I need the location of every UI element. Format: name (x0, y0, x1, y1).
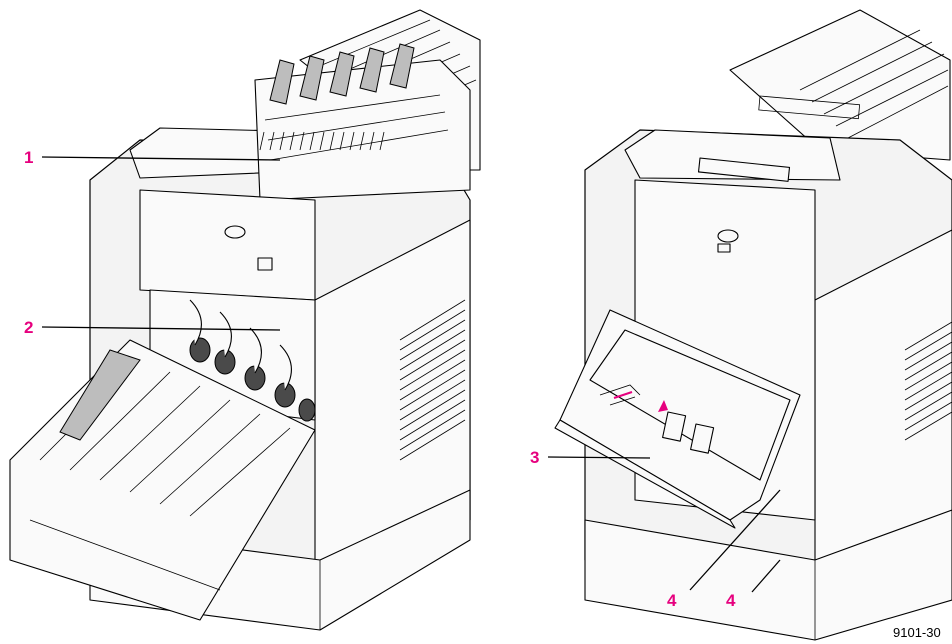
callout-4a: 4 (667, 591, 677, 610)
figure-number: 9101-30 (893, 625, 941, 640)
leader-2 (41, 326, 281, 331)
leader-3 (547, 456, 651, 459)
callout-4b: 4 (726, 591, 736, 610)
left-vent-grille (399, 299, 466, 461)
left-lower-tray (9, 339, 316, 621)
left-rear-door (254, 43, 471, 201)
callout-1: 1 (24, 148, 34, 167)
callout-leaders (41, 156, 781, 593)
callout-3: 3 (530, 448, 540, 467)
leader-1 (41, 156, 281, 161)
leader-4a (689, 489, 781, 591)
leader-4b (751, 559, 781, 593)
callout-2: 2 (24, 318, 34, 337)
right-paper-tray (554, 309, 801, 529)
right-vent-grille (904, 321, 952, 441)
right-printer (554, 9, 952, 641)
left-printer (9, 9, 481, 631)
